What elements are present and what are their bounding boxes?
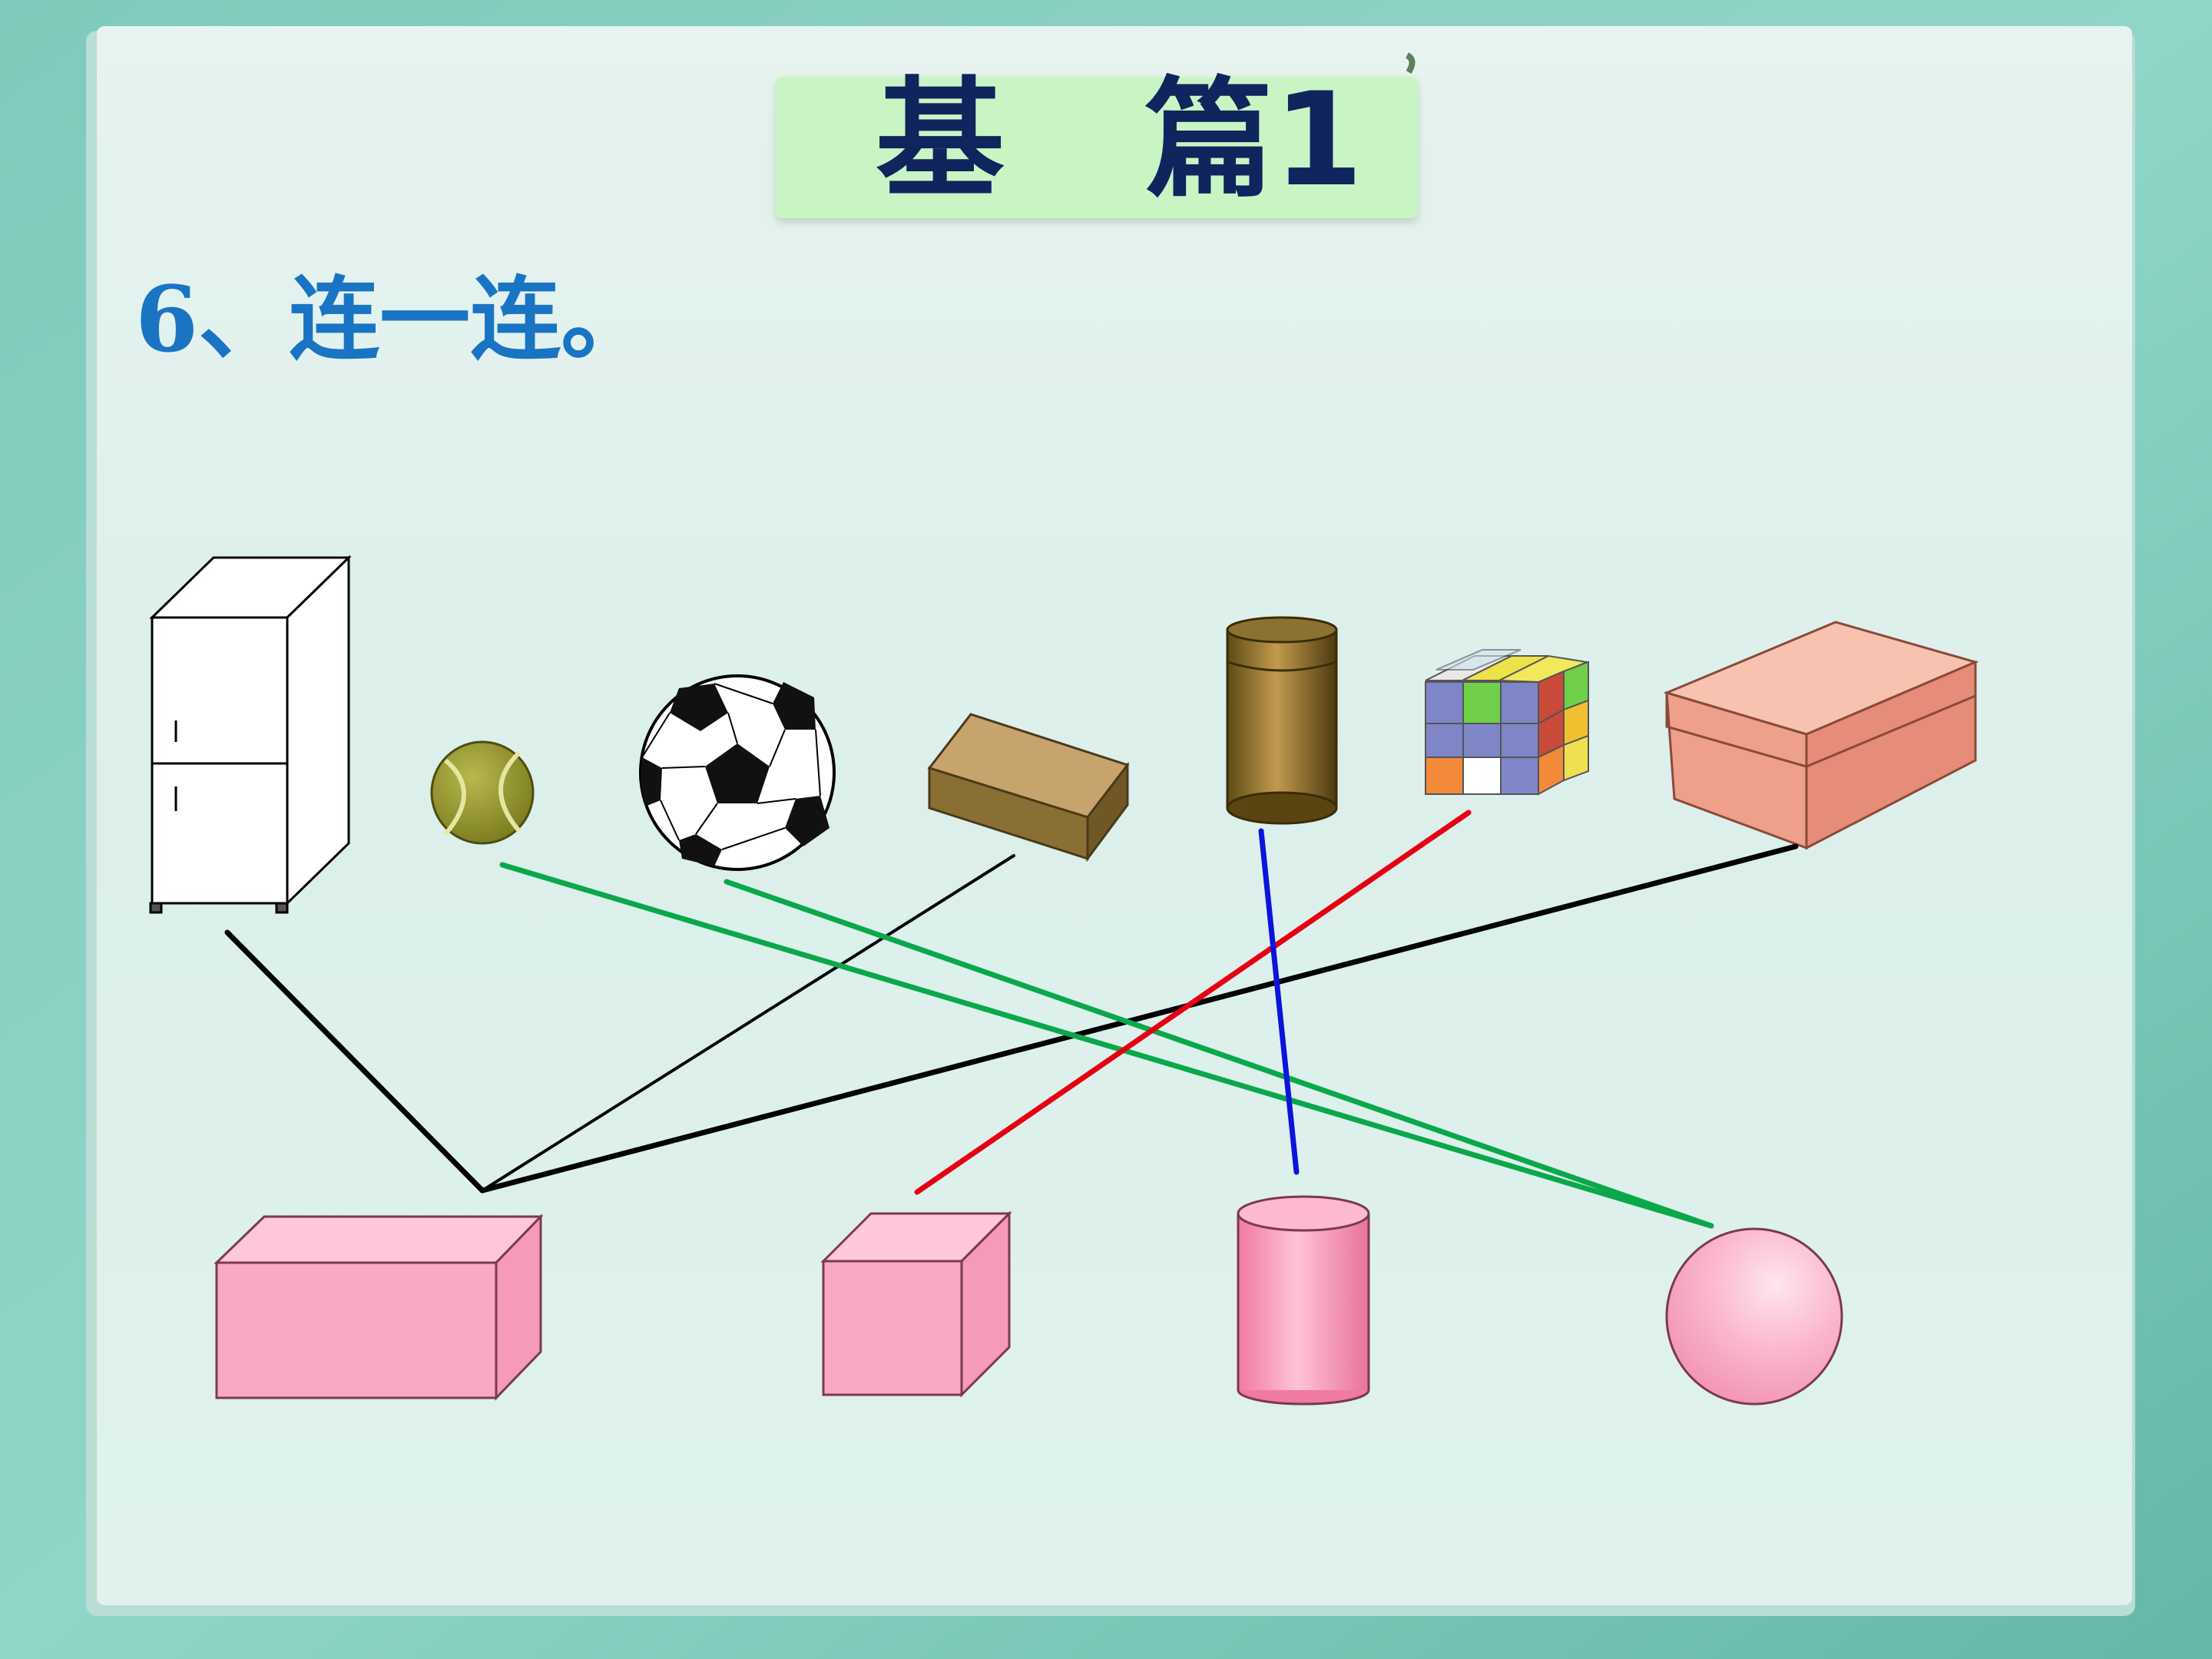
question-text: 6、连一连。 bbox=[135, 266, 652, 373]
title-banner bbox=[776, 77, 1418, 218]
line-gift-box-to-cuboid bbox=[479, 843, 1799, 1194]
brick-box-image bbox=[927, 713, 1130, 863]
title-char-ji: 基 bbox=[876, 65, 1005, 215]
refrigerator-image bbox=[149, 555, 352, 914]
line-rubiks-cube-to-cube bbox=[914, 810, 1472, 1195]
tennis-ball-image bbox=[430, 740, 535, 845]
tea-can-image bbox=[1226, 616, 1338, 825]
line-football-to-sphere bbox=[724, 879, 1714, 1229]
sphere-shape bbox=[1665, 1227, 1843, 1406]
line-refrigerator-to-cuboid bbox=[224, 929, 485, 1194]
title-char-pian: 篇1 bbox=[1144, 65, 1363, 215]
answer-lines bbox=[224, 810, 1799, 1229]
line-tennis-ball-to-sphere bbox=[499, 862, 1714, 1229]
cylinder-shape bbox=[1237, 1195, 1370, 1406]
rubiks-cube-image bbox=[1425, 649, 1590, 796]
cube-shape bbox=[820, 1210, 1012, 1398]
line-tea-can-to-cylinder bbox=[1258, 828, 1300, 1175]
gift-box-image bbox=[1663, 621, 1979, 850]
cuboid-shape bbox=[214, 1214, 544, 1401]
line-brick-box-to-cuboid bbox=[481, 854, 1015, 1192]
football-image bbox=[639, 674, 836, 871]
